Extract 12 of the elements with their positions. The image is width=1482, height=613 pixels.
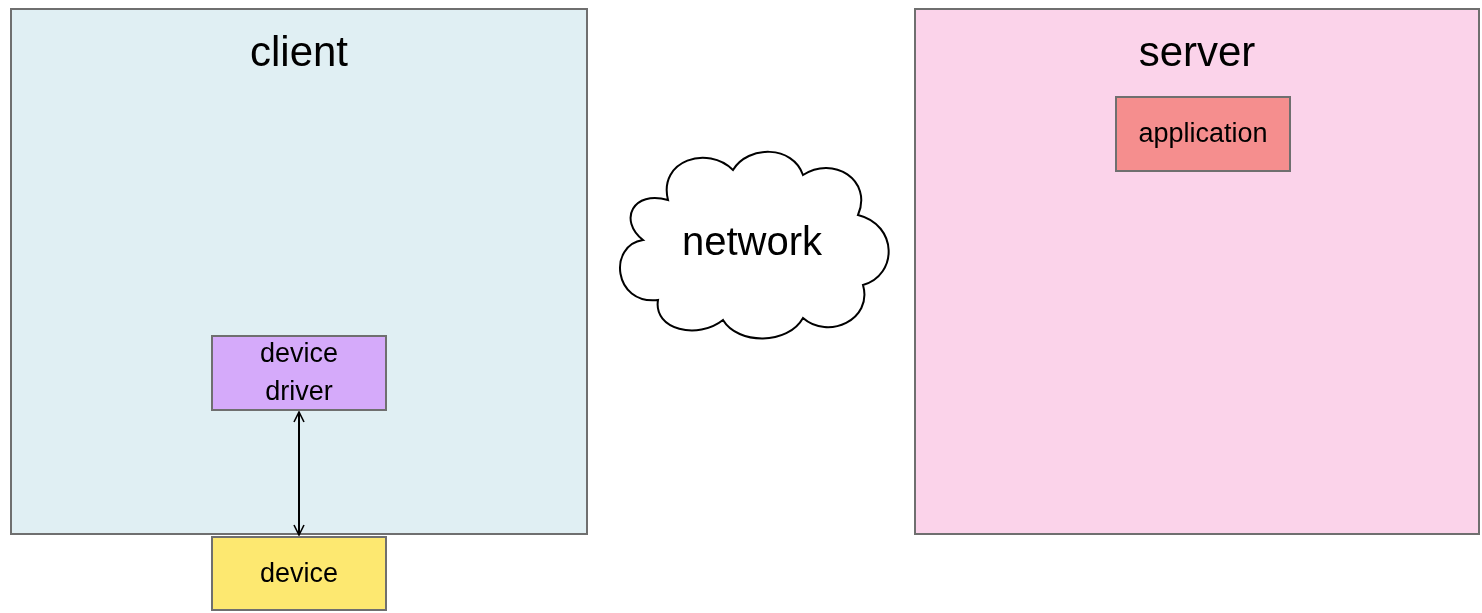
server-panel — [914, 8, 1480, 535]
double-arrow — [293, 411, 305, 536]
panel-title: server — [1138, 28, 1256, 76]
process-box — [1115, 96, 1291, 172]
panel-title: client — [249, 28, 349, 76]
process-box — [211, 335, 387, 411]
client-panel — [10, 8, 588, 535]
box-label: application — [1137, 117, 1269, 151]
box-label: device — [258, 556, 339, 590]
process-box — [211, 536, 387, 611]
cloud-label: network — [681, 218, 823, 264]
box-label: device driver — [258, 337, 339, 408]
